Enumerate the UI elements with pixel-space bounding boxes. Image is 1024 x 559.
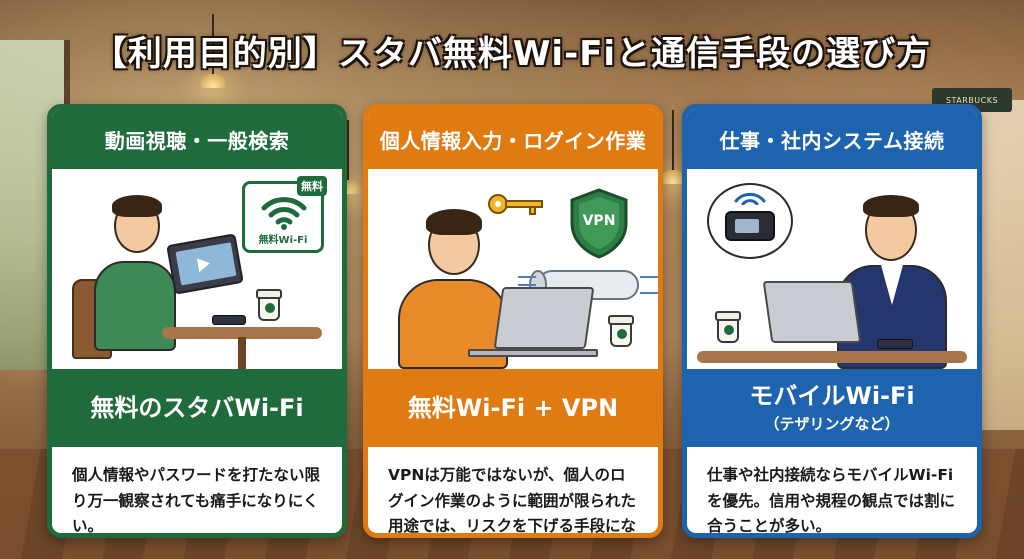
- cafe-table: [162, 327, 322, 339]
- solution-main: 無料のスタバWi-Fi: [90, 393, 304, 422]
- card-general-browsing: 動画視聴・一般検索 無料 無料Wi-Fi 無料のスタ: [47, 104, 347, 538]
- person-hair: [863, 195, 919, 217]
- laptop-icon: [493, 287, 595, 349]
- pendant-lamp-icon: [200, 14, 226, 88]
- card-business-connection: 仕事・社内システム接続 モバイルWi-Fi （テザリングなど） 仕事や社内接続な…: [682, 104, 982, 538]
- free-label: 無料: [297, 176, 327, 196]
- solution-banner: モバイルWi-Fi （テザリングなど）: [687, 369, 977, 447]
- solution-banner: 無料のスタバWi-Fi: [52, 369, 342, 447]
- table-leg: [238, 337, 246, 369]
- pendant-lamp-icon: [660, 110, 686, 184]
- card-header: 個人情報入力・ログイン作業: [368, 109, 658, 169]
- wifi-icon: [261, 197, 307, 230]
- smartphone-icon: [877, 339, 913, 349]
- shield-icon: [570, 188, 628, 259]
- tablet-icon: [166, 233, 244, 295]
- coffee-cup-icon: [256, 289, 282, 321]
- coffee-cup-icon: [715, 311, 741, 343]
- shield-label: VPN: [582, 213, 616, 229]
- key-icon: [488, 194, 543, 215]
- laptop-icon: [762, 281, 862, 343]
- card-description: VPNは万能ではないが、個人のログイン作業のように範囲が限られた用途では、リスク…: [388, 466, 637, 536]
- card-login-work: 個人情報入力・ログイン作業 VPN: [363, 104, 663, 538]
- free-wifi-label: 無料Wi-Fi: [258, 235, 308, 246]
- card-header: 動画視聴・一般検索: [52, 109, 342, 169]
- illustration-vpn-user: VPN: [368, 169, 658, 369]
- wifi-signal-icon: [734, 192, 766, 205]
- smartphone-icon: [212, 315, 246, 325]
- page-title: 【利用目的別】スタバ無料Wi-Fiと通信手段の選び方: [92, 34, 932, 74]
- coffee-cup-icon: [608, 315, 634, 347]
- solution-sub: （テザリングなど）: [764, 414, 900, 433]
- solution-banner: 無料Wi-Fi + VPN: [368, 369, 658, 447]
- cafe-table: [697, 351, 967, 363]
- card-header: 仕事・社内システム接続: [687, 109, 977, 169]
- illustration-business-user: [687, 169, 977, 369]
- pocket-wifi-icon: [725, 211, 775, 241]
- illustration-tablet-user: 無料 無料Wi-Fi: [52, 169, 342, 369]
- person-hair: [426, 209, 482, 235]
- person-hair: [112, 195, 162, 217]
- laptop-base: [468, 349, 598, 357]
- card-description: 仕事や社内接続ならモバイルWi-Fiを優先。信用や規程の観点では割に合うことが多…: [707, 466, 956, 536]
- solution-main: 無料Wi-Fi + VPN: [407, 393, 619, 422]
- free-wifi-badge: 無料 無料Wi-Fi: [242, 176, 327, 253]
- solution-main: モバイルWi-Fi: [749, 382, 915, 411]
- card-description: 個人情報やパスワードを打たない限り万一観察されても痛手になりにくい。: [72, 466, 321, 536]
